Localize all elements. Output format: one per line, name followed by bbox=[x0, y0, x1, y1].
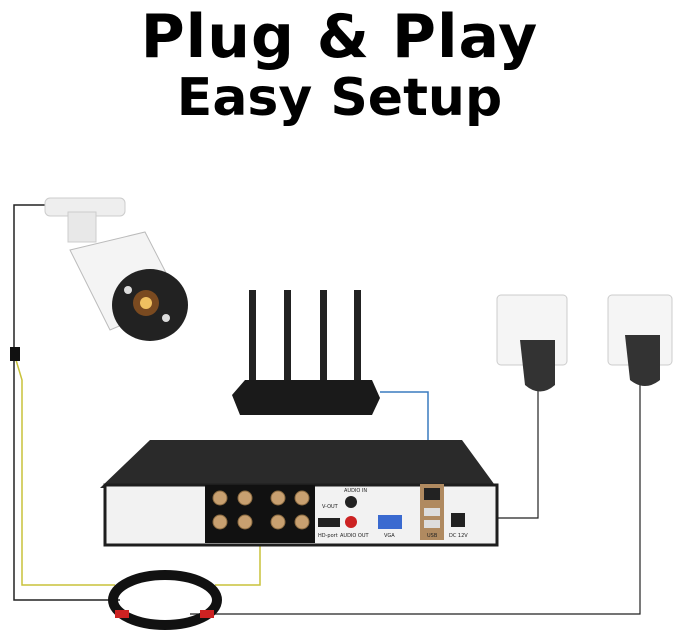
label-dc: DC 12V bbox=[449, 533, 468, 539]
dvr-recorder: AUDIO IN V-OUT HD-port AUDIO OUT VGA USB… bbox=[100, 440, 499, 547]
label-vga: VGA bbox=[384, 533, 395, 539]
label-audio-in: AUDIO IN bbox=[344, 488, 367, 494]
title-line-2: Easy Setup bbox=[176, 68, 503, 128]
bnc-cable-coil bbox=[108, 570, 222, 630]
label-hd-port: HD-port bbox=[318, 533, 338, 539]
label-v-out: V-OUT bbox=[322, 504, 339, 510]
label-audio-out: AUDIO OUT bbox=[340, 533, 370, 539]
label-usb: USB bbox=[427, 533, 438, 539]
router bbox=[232, 290, 380, 415]
power-adapters bbox=[496, 294, 673, 392]
title-line-1: Plug & Play bbox=[140, 2, 539, 72]
camera bbox=[44, 197, 188, 341]
